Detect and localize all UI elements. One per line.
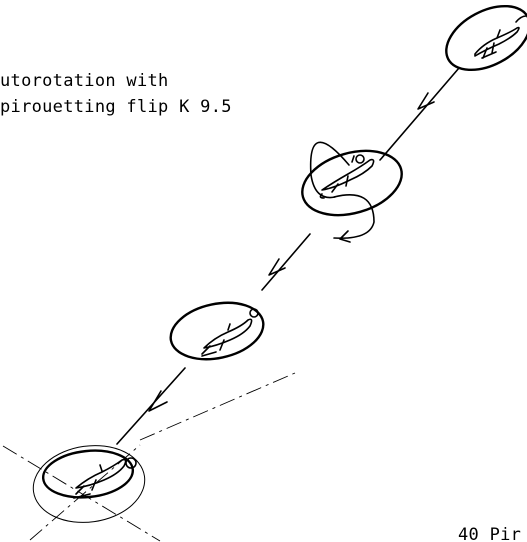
helicopter-4 xyxy=(2,372,296,542)
footer-label: 40 Pir xyxy=(458,525,521,542)
reference-line-2 xyxy=(2,445,161,542)
path-arrow-2 xyxy=(261,233,311,291)
rotor-disc-2 xyxy=(301,149,403,217)
rotor-disc-1 xyxy=(445,4,527,72)
caption-line-1: utorotation with xyxy=(0,71,169,91)
pirouette-loop-lower xyxy=(333,193,375,239)
helicopter-1 xyxy=(445,4,527,72)
pirouette-arrowhead xyxy=(339,230,351,243)
helicopter-3 xyxy=(169,301,265,361)
path-arrow-1 xyxy=(379,67,460,161)
helicopter-2 xyxy=(301,141,403,243)
path-arrow-3 xyxy=(116,367,186,445)
rotor-disc-3 xyxy=(169,301,265,361)
helicopter-body-2 xyxy=(319,154,375,199)
pirouette-loop-upper xyxy=(309,141,350,199)
helicopter-body-4 xyxy=(73,457,137,499)
reference-line-1 xyxy=(139,372,296,441)
helicopter-body-3 xyxy=(201,308,259,357)
outer-circle-4 xyxy=(32,445,146,523)
helicopter-body-1 xyxy=(474,15,527,59)
rotor-disc-4 xyxy=(41,449,135,499)
caption-line-2: pirouetting flip K 9.5 xyxy=(0,97,232,117)
